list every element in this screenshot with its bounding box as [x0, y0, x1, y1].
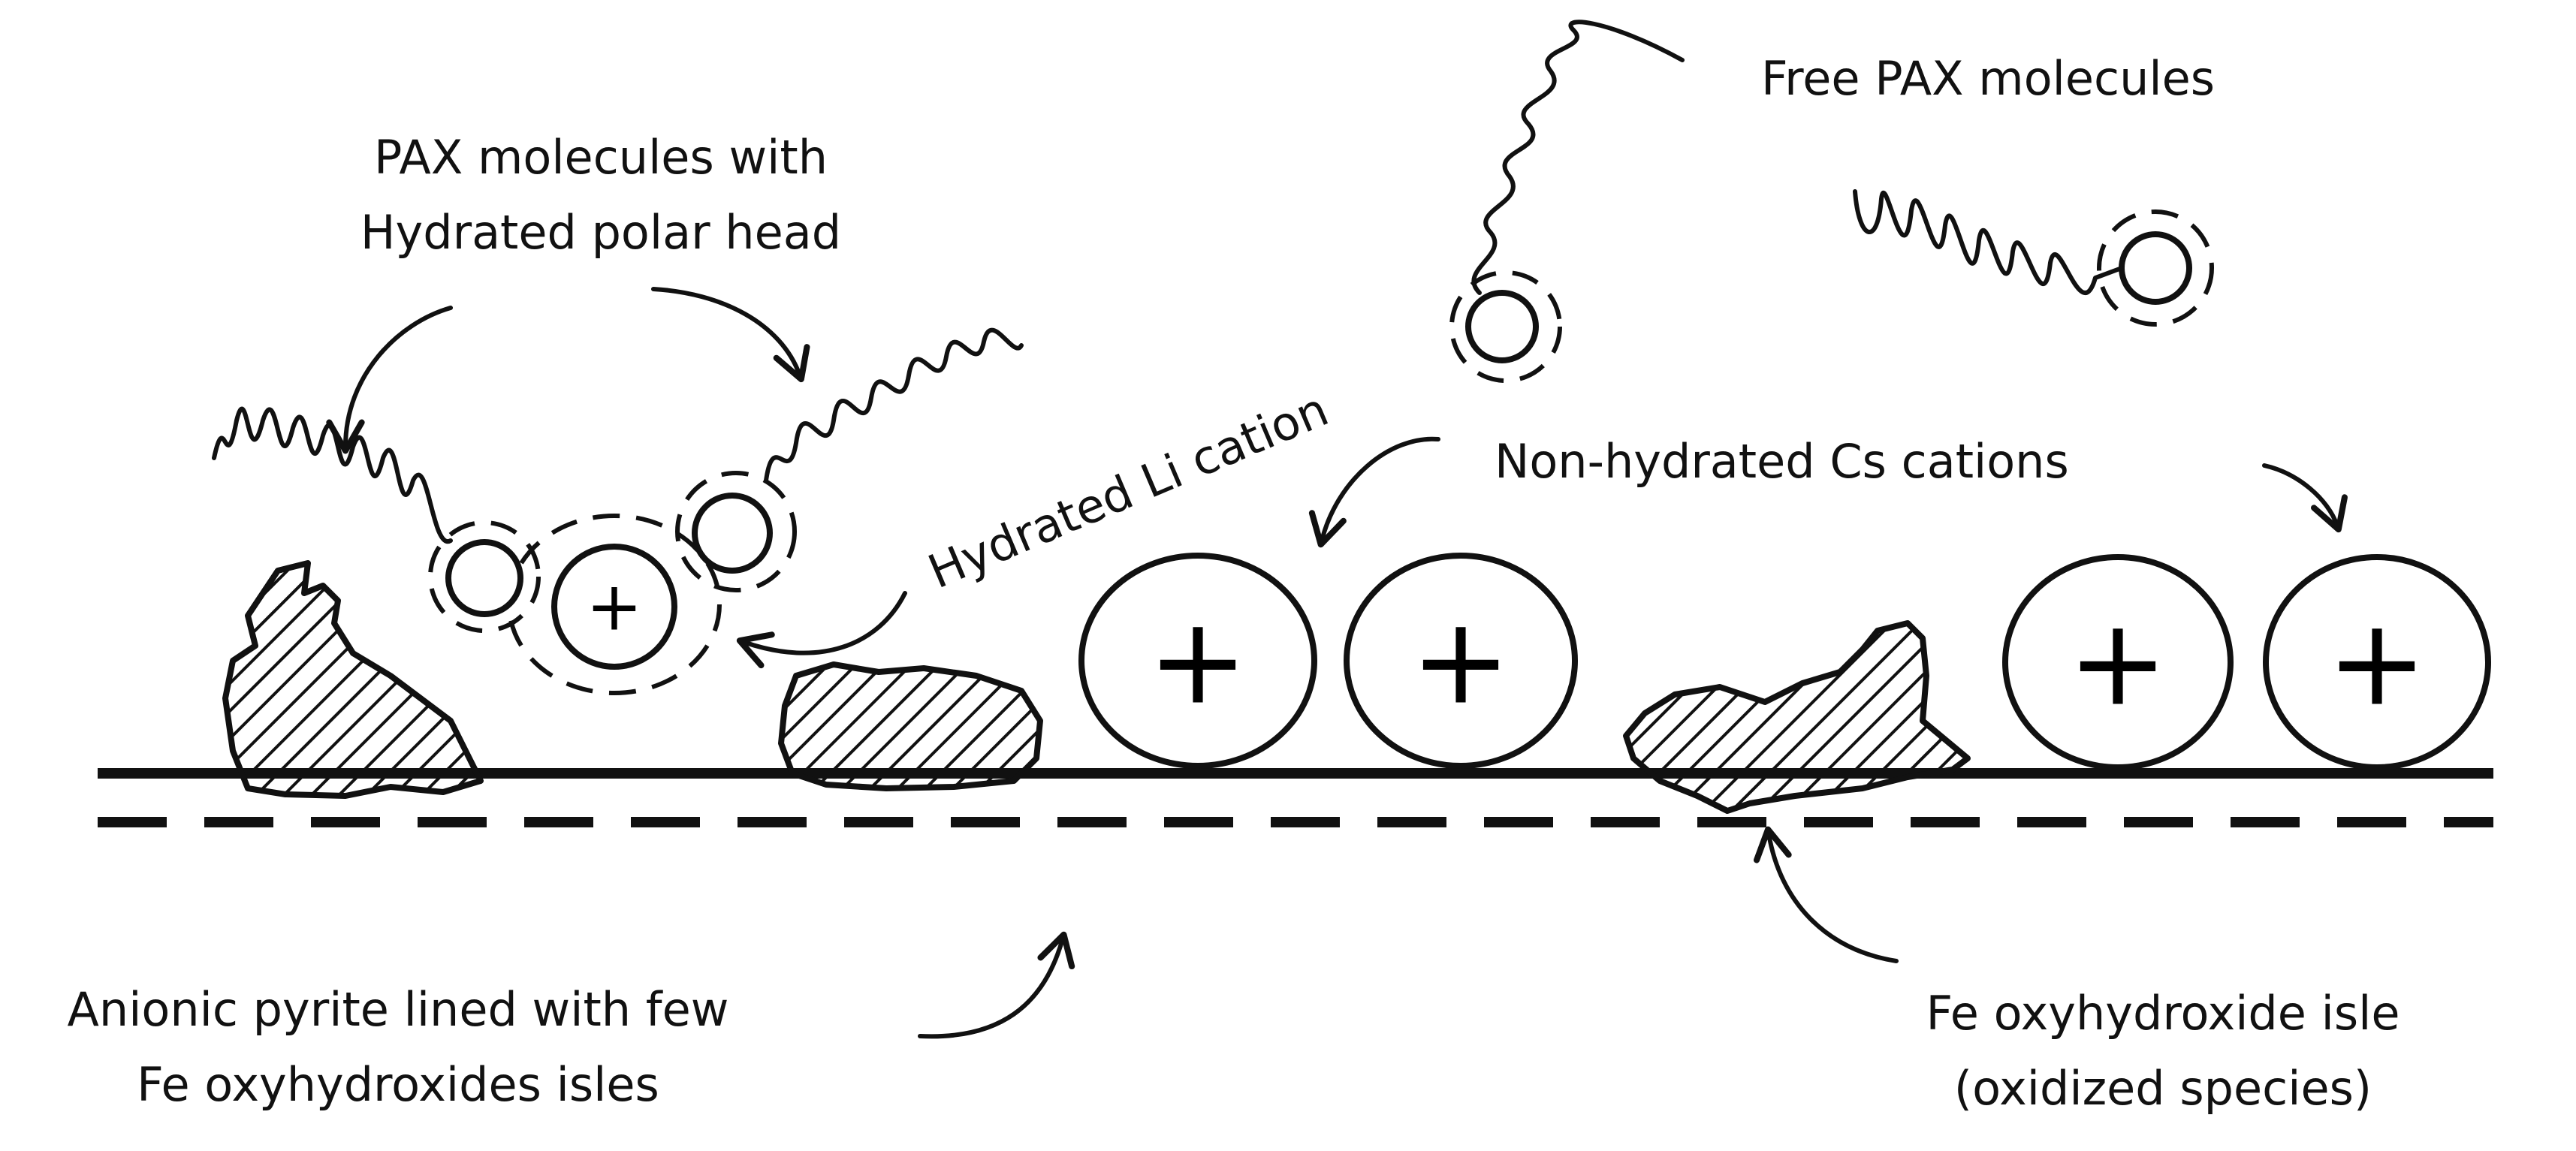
pax-tail-left [212, 406, 453, 544]
arrow-to-fe-isle [1753, 826, 1899, 963]
cs-cation-2 [1344, 553, 1578, 769]
label-non-hydrated-cs-cations: Non-hydrated Cs cations [1495, 434, 2069, 489]
pax-tail-right [764, 327, 1024, 483]
label-anionic-pyrite-line1: Anionic pyrite lined with few [67, 982, 729, 1037]
cs-cation-4-plus: + [2327, 592, 2427, 733]
label-free-pax-molecules: Free PAX molecules [1761, 51, 2216, 106]
arrow-to-li-cation [736, 591, 907, 669]
arrow-to-pax-left [326, 306, 453, 454]
pax-head-hydration-shell-left [428, 520, 541, 633]
free-pax-head-shell-1 [1449, 270, 1562, 383]
arrow-to-cs-left [1308, 436, 1440, 548]
label-pax-hydrated-line2: Hydrated polar head [360, 205, 842, 260]
pax-head-left [445, 539, 523, 617]
li-cation-hydration-shell [507, 514, 722, 695]
label-fe-isle-line2: (oxidized species) [1953, 1061, 2372, 1116]
li-cation-plus: + [586, 568, 642, 646]
cs-cation-2-plus: + [1410, 591, 1511, 731]
li-cation [551, 544, 677, 670]
fe-oxyhydroxide-isle-right [1623, 620, 1971, 814]
fe-oxyhydroxide-isle-middle [778, 661, 1043, 791]
free-pax-head-2 [2119, 231, 2192, 305]
free-pax-head-1 [1465, 290, 1539, 363]
arrow-to-pax-right [651, 287, 810, 383]
pax-head-right [692, 493, 773, 574]
label-fe-isle-line1: Fe oxyhydroxide isle [1926, 986, 2400, 1041]
label-pax-hydrated-line1: PAX molecules with [373, 130, 828, 185]
pax-head-hydration-shell-right [675, 471, 797, 592]
cs-cation-3 [2002, 554, 2234, 770]
label-anionic-pyrite-line2: Fe oxyhydroxides isles [137, 1057, 659, 1112]
cs-cation-3-plus: + [2068, 592, 2168, 733]
free-pax-head-shell-2 [2097, 209, 2214, 327]
free-pax-tail-1 [1471, 20, 1685, 295]
arrow-to-pyrite-surface [918, 931, 1075, 1039]
fe-oxyhydroxide-isle-left [222, 560, 484, 799]
cs-cation-1-plus: + [1148, 591, 1248, 731]
cs-cation-4 [2263, 554, 2491, 770]
free-pax-tail-2 [1853, 189, 2124, 295]
arrow-to-cs-right [2262, 463, 2348, 533]
cs-cation-1 [1078, 553, 1317, 769]
